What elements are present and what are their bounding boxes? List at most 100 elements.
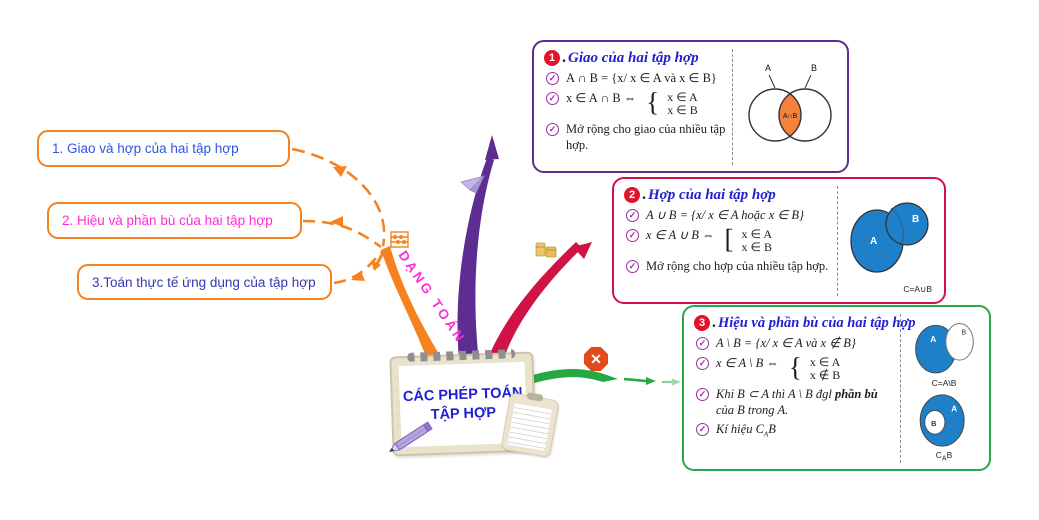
panel3-notation: Kí hiệu CAB [716,422,776,439]
venn2-label-a: A [870,236,877,247]
venn1-region-label: A∩B [783,113,798,120]
check-icon: ✓ [546,91,559,105]
check-icon: ✓ [696,356,709,370]
venn-difference-diagram: A B [915,322,974,374]
pencil-icon [388,421,433,453]
venn3b-caption: CAB [936,450,952,463]
panel3-complement-pre: Khi B ⊂ A thì A \ B đgl [716,387,835,402]
panel3-formula-1: A \ B = {x/ x ∈ A và x ∉ B} [716,336,856,350]
panel2-note: Mở rộng cho hợp của nhiều tập hợp. [646,259,829,274]
panel1-note: Mở rộng cho giao của nhiều tập hợp. [566,122,726,152]
panel2-bullet-3: ✓ Mở rộng cho hợp của nhiều tập hợp. [626,259,831,275]
paper-plane-icon [460,175,486,194]
mini-notepad-sheet [507,402,553,451]
abacus-icon [390,231,409,248]
panel3-case-2: x ∉ B [809,368,841,383]
panel1-number-badge: 1 [544,50,560,66]
mini-notepad-clip [526,392,544,402]
topic-node-3[interactable]: 3.Toán thực tế ứng dụng của tập hợp [77,264,332,300]
branch-curve-panel2 [482,242,582,374]
check-icon: ✓ [696,423,709,437]
panel3-bullet-4: ✓ Kí hiệu CAB [696,422,894,439]
panel-intersection[interactable]: 1 . Giao của hai tập hợp ✓ A ∩ B = {x/ x… [532,40,849,173]
topic-node-1[interactable]: 1. Giao và hợp của hai tập hợp [37,130,290,167]
case-brace: { [646,86,660,117]
panel3-notation-pre: Kí hiệu C [716,422,764,437]
check-icon: ✓ [626,209,639,222]
venn2-caption: C=A∪B [903,283,932,294]
green-arrowhead-1 [646,377,656,385]
connector-arrow-3 [351,271,365,281]
branch-arrow-orange [375,250,386,265]
case-bracket: [ [724,223,734,254]
panel1-bullet-1: ✓ A ∩ B = {x/ x ∈ A và x ∈ B} [546,71,726,87]
check-icon: ✓ [546,123,559,137]
venn1-label-a: A [765,63,771,73]
venn-intersection-diagram: A B A∩B [748,63,832,142]
topic-1-label: 1. Giao và hợp của hai tập hợp [52,141,239,156]
case-brace: { [788,351,802,382]
venn3b-caption-sub: A [941,456,947,463]
panel-union[interactable]: 2 . Hợp của hai tập hợp ✓ A ∪ B = {x/ x … [612,177,946,304]
panel1-bullet-2: ✓ x ∈ A ∩ B ⇔ { x ∈ A x ∈ B [546,86,726,119]
venn3a-label-a: A [930,335,936,344]
venn3b-caption-post: B [946,450,953,461]
venn2-label-b: B [912,214,919,225]
branch-curve-panel1 [457,158,494,370]
venn-intersection-region [779,89,801,141]
panel2-formula-2-prefix: x ∈ A ∪ B ⇔ [646,227,715,242]
panel1-case-1: x ∈ A [667,89,698,104]
panel1-cases: x ∈ A x ∈ B [667,89,698,119]
venn-complement-diagram: A B [919,393,965,447]
panel3-number-badge: 3 [694,315,710,331]
venn3b-caption-pre: C [935,450,942,461]
panel3-bullet-3: ✓ Khi B ⊂ A thì A \ B đgl phần bù của B … [696,387,894,418]
panel3-notation-post: B [768,422,776,437]
panel2-title: Hợp của hai tập hợp [648,186,776,203]
topic-2-label: 2. Hiệu và phần bù của hai tập hợp [62,213,273,228]
mini-notepad-icon [500,392,560,458]
connector-topic-1 [291,147,386,247]
panel1-formula-2-prefix: x ∈ A ∩ B ⇔ [566,90,637,105]
branch-curve-dang-toan [381,246,450,374]
panel2-cases: x ∈ A x ∈ B [741,226,772,256]
panel1-formula-1: A ∩ B = {x/ x ∈ A và x ∈ B} [566,71,717,85]
venn3a-caption: C=A\B [931,377,957,388]
branch-arrowhead-purple [485,135,499,160]
branch-arrowhead-orange [371,260,381,271]
cancel-octagon-icon[interactable]: ✕ [584,347,608,371]
books-icon [535,242,557,258]
panel3-formula-2-prefix: x ∈ A \ B ⇔ [716,355,779,370]
panel3-cases: x ∈ A x ∉ B [809,354,841,384]
panel2-formula-1: A ∪ B = {x/ x ∈ A hoặc x ∈ B} [646,208,805,222]
panel2-title-sep: . [642,186,646,203]
venn-union-diagram: A B [850,201,929,273]
panel3-complement-sentence: Khi B ⊂ A thì A \ B đgl phần bù của B tr… [716,387,894,418]
panel2-venn-area: A B C=A∪B [837,186,936,296]
check-icon: ✓ [546,72,559,85]
panel2-case-1: x ∈ A [741,226,772,241]
branch-curve-panel3 [516,369,618,389]
panel3-notation-sub: A [763,430,769,439]
panel1-venn-area: A B A∩B [732,49,839,165]
panel2-bullet-2: ✓ x ∈ A ∪ B ⇔ [ x ∈ A x ∈ B [626,223,831,256]
panel1-title-sep: . [562,49,566,66]
panel3-complement-post: của B trong A. [716,402,789,417]
panel3-complement-bold: phần bù [834,387,878,402]
panel1-bullet-3: ✓ Mở rộng cho giao của nhiều tập hợp. [546,122,726,153]
venn3b-label-a: A [951,404,957,413]
panel1-title: Giao của hai tập hợp [568,49,699,66]
panel-difference-complement[interactable]: 3 . Hiệu và phần bù của hai tập hợp ✓ A … [682,305,991,471]
panel2-number-badge: 2 [624,187,640,203]
panel1-case-2: x ∈ B [667,103,698,118]
cancel-x-glyph: ✕ [590,350,602,367]
check-icon: ✓ [696,388,709,402]
panel2-bullet-1: ✓ A ∪ B = {x/ x ∈ A hoặc x ∈ B} [626,208,831,224]
panel3-case-1: x ∈ A [809,354,841,369]
connector-topic-2 [302,219,382,249]
connector-arrow-2 [330,216,343,227]
check-icon: ✓ [626,228,639,242]
topic-node-2[interactable]: 2. Hiệu và phần bù của hai tập hợp [47,202,302,239]
